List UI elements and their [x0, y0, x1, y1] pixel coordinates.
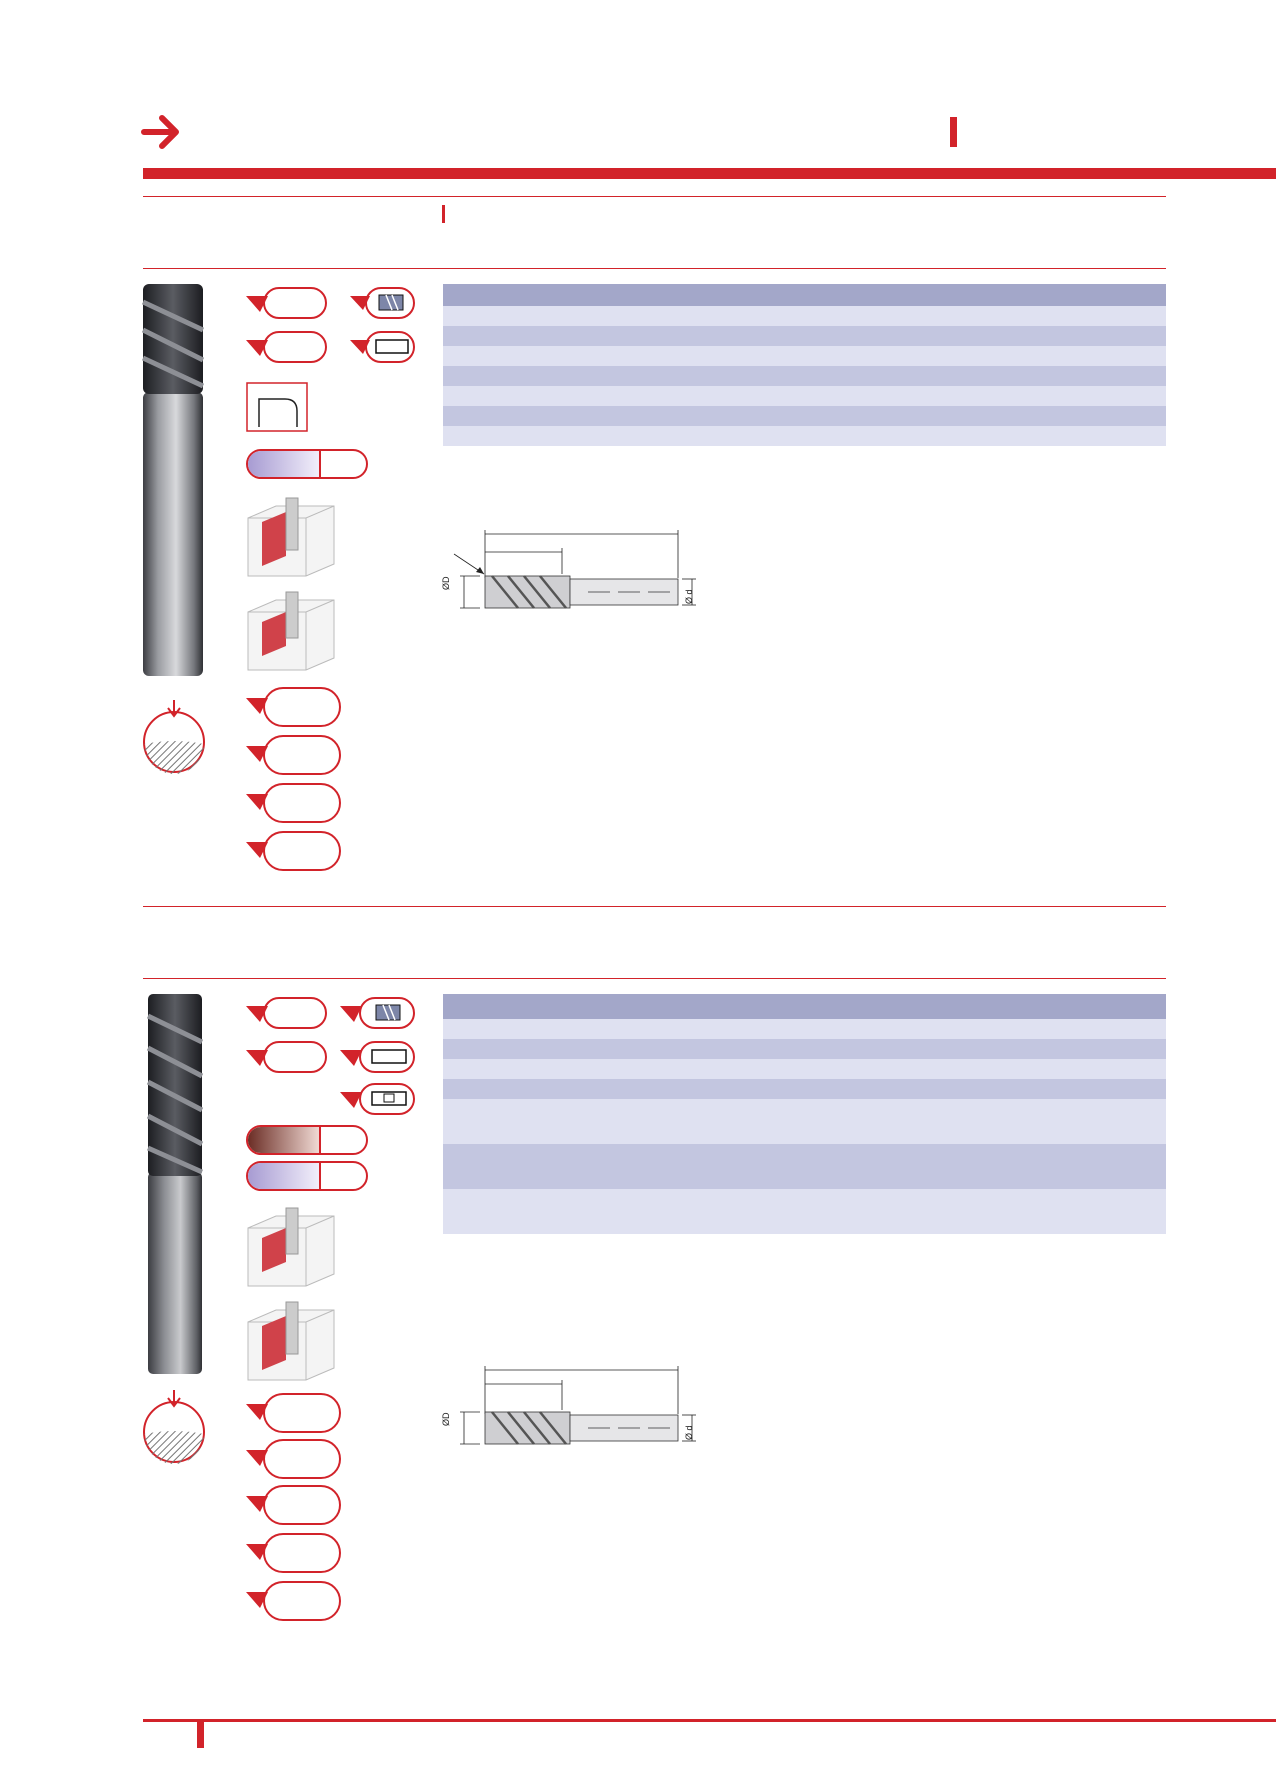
shank-flat-badge	[340, 1083, 415, 1115]
divider	[143, 196, 1166, 197]
table-row	[443, 1039, 1166, 1059]
material-badge	[246, 997, 327, 1029]
table-row	[443, 326, 1166, 346]
drawing-label-D: ØD	[441, 1412, 451, 1427]
table-row	[443, 1059, 1166, 1079]
table-row	[443, 1019, 1166, 1039]
material-badge	[246, 735, 341, 775]
table-row	[443, 1079, 1166, 1099]
coolant-badge	[350, 287, 415, 319]
material-badge	[246, 687, 341, 727]
coating-icon	[246, 1161, 368, 1191]
table-row	[443, 386, 1166, 406]
shank-badge	[350, 331, 415, 363]
divider	[143, 906, 1166, 907]
spec-table	[443, 994, 1166, 1234]
table-row	[443, 1099, 1166, 1144]
table-header	[443, 994, 1166, 1019]
footer-rule	[143, 1719, 1276, 1722]
material-badge	[246, 331, 327, 363]
material-badge	[246, 1533, 341, 1573]
coolant-badge	[340, 997, 415, 1029]
material-badge	[246, 1581, 341, 1621]
coating-icon	[246, 449, 368, 479]
spec-table	[443, 284, 1166, 446]
title-marker	[442, 205, 445, 223]
material-badge	[246, 783, 341, 823]
table-row	[443, 346, 1166, 366]
header-rule	[143, 168, 1276, 179]
table-row	[443, 1189, 1166, 1234]
technical-drawing	[453, 530, 696, 609]
footer-marker	[197, 1720, 204, 1748]
material-badge	[246, 1439, 341, 1479]
divider	[143, 978, 1166, 979]
table-row	[443, 1144, 1166, 1189]
technical-drawing	[460, 1366, 696, 1445]
rotation-direction-icon	[143, 700, 205, 774]
material-badge	[246, 1393, 341, 1433]
coating-icon	[246, 1125, 368, 1155]
end-mill-image	[146, 994, 204, 1374]
table-row	[443, 426, 1166, 446]
shank-badge	[340, 1041, 415, 1073]
slotting-icon	[247, 1301, 335, 1381]
table-row	[443, 366, 1166, 386]
table-header	[443, 284, 1166, 306]
drawing-label-D: ØD	[441, 576, 451, 591]
corner-radius-icon	[246, 382, 308, 432]
material-badge	[246, 1485, 341, 1525]
header-marker	[950, 117, 957, 147]
arrow-right-icon	[141, 115, 179, 149]
side-milling-icon	[247, 1207, 335, 1287]
table-row	[443, 306, 1166, 326]
table-row	[443, 406, 1166, 426]
end-mill-image	[141, 284, 205, 676]
side-milling-icon	[247, 591, 335, 671]
material-badge	[246, 1041, 327, 1073]
rotation-direction-icon	[143, 1390, 205, 1464]
slotting-icon	[247, 497, 335, 577]
material-badge	[246, 831, 341, 871]
drawing-label-d: Ø d	[684, 1425, 694, 1440]
divider	[143, 268, 1166, 269]
material-badge	[246, 287, 327, 319]
drawing-label-d: Ø d	[684, 589, 694, 604]
